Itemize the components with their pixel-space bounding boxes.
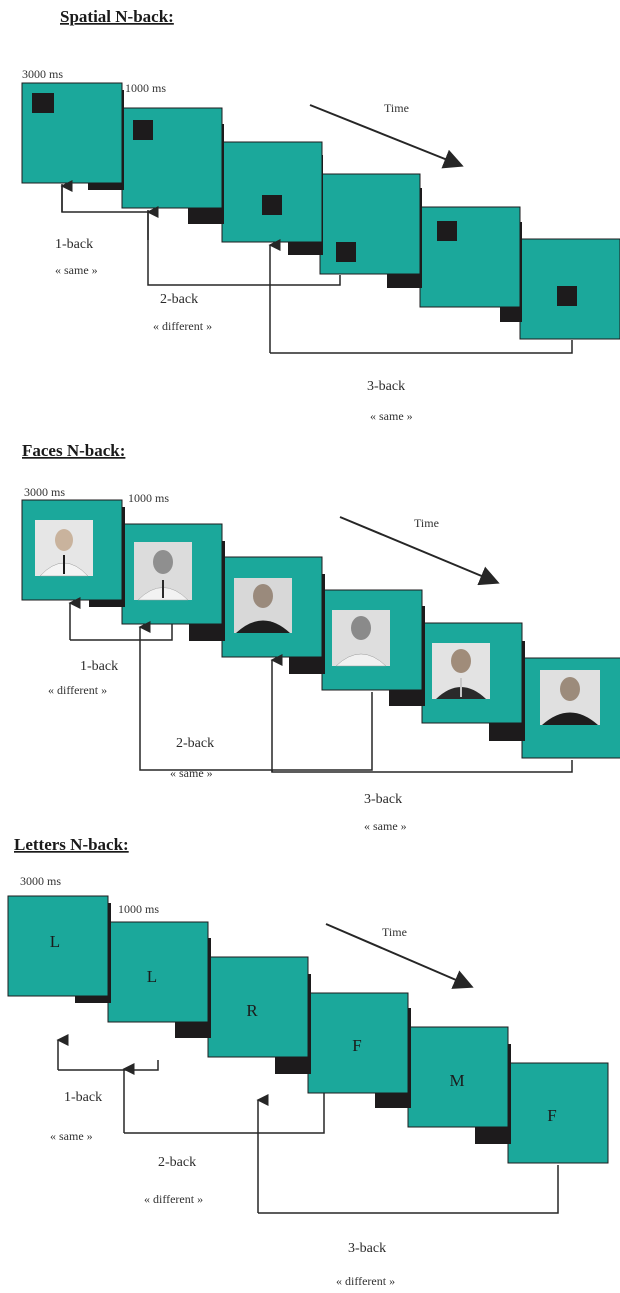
letters-duration-isi: 1000 ms [118, 902, 159, 916]
faces-1back-label: 1-back [80, 659, 118, 674]
letters-2back-label: 2-back [158, 1155, 196, 1170]
spatial-2back-bracket [147, 212, 341, 286]
letters-duration-stim: 3000 ms [20, 874, 61, 888]
spatial-stim-5 [419, 206, 521, 308]
letters-stim-6-letter: F [547, 1106, 556, 1125]
letters-stim-3-letter: R [246, 1001, 258, 1020]
letters-time-label: Time [382, 925, 407, 939]
spatial-stim-4 [319, 173, 421, 275]
spatial-duration-stim: 3000 ms [22, 67, 63, 81]
letters-2back-bracket [124, 1093, 325, 1134]
letters-2back-answer: « different » [144, 1192, 203, 1206]
spatial-time-arrow [309, 104, 464, 169]
spatial-1back-answer: « same » [55, 263, 98, 277]
face-photo-4 [332, 610, 390, 667]
letters-cards [7, 895, 609, 1164]
spatial-duration-isi: 1000 ms [125, 81, 166, 95]
faces-3back-answer: « same » [364, 819, 407, 833]
spatial-3back-label: 3-back [367, 379, 405, 394]
faces-cards [21, 499, 620, 759]
faces-2back-bracket [139, 692, 373, 771]
spatial-3back-answer: « same » [370, 409, 413, 423]
face-photo-2 [134, 542, 192, 601]
faces-time-arrow [339, 516, 500, 586]
spatial-square-6 [557, 286, 577, 306]
letters-time-arrow [325, 923, 474, 989]
faces-section: Faces N-back: [21, 441, 620, 833]
letters-1back-bracket [58, 1060, 159, 1071]
face-photo-5 [432, 643, 490, 699]
faces-2back-answer: « same » [170, 766, 213, 780]
letters-stim-2 [107, 921, 209, 1023]
face-photo-3 [234, 578, 292, 633]
letters-section: Letters N-back: L L R F M F 3000 ms 1000… [7, 835, 609, 1288]
letters-stim-5-letter: M [449, 1071, 464, 1090]
faces-3back-label: 3-back [364, 792, 402, 807]
letters-stim-2-letter: L [147, 967, 157, 986]
face-photo-6 [540, 670, 600, 725]
spatial-square-2 [133, 120, 153, 140]
spatial-title: Spatial N-back: [60, 7, 174, 26]
spatial-square-3 [262, 195, 282, 215]
letters-stim-4 [307, 992, 409, 1094]
faces-duration-isi: 1000 ms [128, 491, 169, 505]
faces-title: Faces N-back: [22, 441, 125, 460]
spatial-section: Spatial N-back: 3000 ms 1000 ms Time [21, 7, 620, 423]
spatial-cards [21, 82, 620, 340]
face-photo-1 [35, 520, 93, 577]
letters-stim-3 [207, 956, 309, 1058]
faces-duration-stim: 3000 ms [24, 485, 65, 499]
letters-stim-5 [407, 1026, 509, 1128]
letters-3back-bracket [258, 1165, 559, 1214]
letters-stim-1 [7, 895, 109, 997]
spatial-stim-3 [221, 141, 323, 243]
spatial-2back-label: 2-back [160, 292, 198, 307]
letters-1back-answer: « same » [50, 1129, 93, 1143]
letters-stim-1-letter: L [50, 932, 60, 951]
spatial-2back-answer: « different » [153, 319, 212, 333]
spatial-square-4 [336, 242, 356, 262]
faces-2back-label: 2-back [176, 736, 214, 751]
faces-1back-answer: « different » [48, 683, 107, 697]
faces-time-label: Time [414, 516, 439, 530]
spatial-square-5 [437, 221, 457, 241]
spatial-1back-label: 1-back [55, 237, 93, 252]
spatial-3back-bracket [270, 340, 573, 354]
letters-3back-answer: « different » [336, 1274, 395, 1288]
letters-3back-label: 3-back [348, 1241, 386, 1256]
faces-1back-bracket [70, 624, 173, 641]
letters-title: Letters N-back: [14, 835, 129, 854]
letters-stim-6 [507, 1062, 609, 1164]
letters-1back-label: 1-back [64, 1090, 102, 1105]
spatial-square-1 [32, 93, 54, 113]
letters-stim-4-letter: F [352, 1036, 361, 1055]
spatial-time-label: Time [384, 101, 409, 115]
